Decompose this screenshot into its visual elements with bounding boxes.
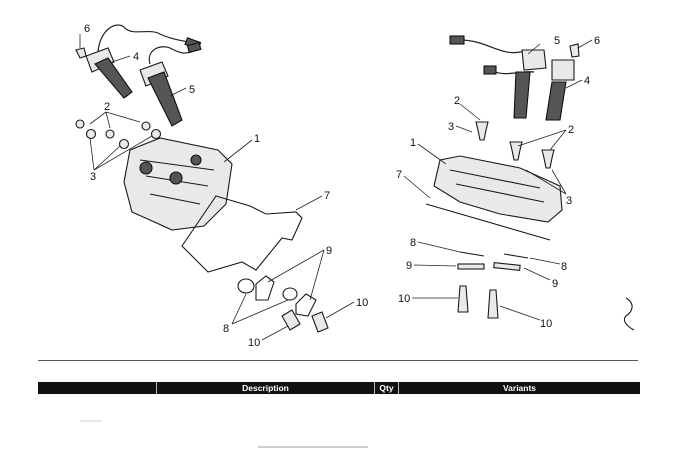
callout-left-10a: 10: [248, 337, 260, 349]
callout-right-2b: 2: [568, 124, 574, 136]
fasteners-left: [75, 119, 162, 150]
ignition-coil-right-b: [545, 59, 575, 121]
seals-left: [237, 275, 317, 317]
callout-right-7: 7: [396, 169, 402, 181]
ignition-coil-left-a: [85, 24, 202, 99]
table-header-qty: Qty: [374, 382, 398, 394]
callout-right-2a: 2: [454, 95, 460, 107]
page-curl-mark: [623, 297, 635, 331]
spark-plugs-left: [281, 309, 329, 333]
callout-left-5: 5: [189, 84, 195, 96]
callout-right-9a: 9: [406, 260, 412, 272]
callout-left-10b: 10: [356, 297, 368, 309]
diagram-frame-bottom-line: [38, 360, 638, 361]
ignition-coil-left-b: [139, 41, 202, 127]
callout-left-9: 9: [326, 245, 332, 257]
parts-table-header: Description Qty Variants: [38, 382, 640, 394]
callout-left-3: 3: [90, 171, 96, 183]
callout-right-5: 5: [554, 35, 560, 47]
callout-left-8: 8: [223, 323, 229, 335]
callout-left-6: 6: [84, 23, 90, 35]
table-header-description: Description: [156, 382, 374, 394]
callout-right-10b: 10: [540, 318, 552, 330]
spark-plugs-right: [457, 285, 499, 319]
faint-mark: [80, 420, 102, 422]
seals-right: [459, 251, 529, 259]
right-assembly: 5 6 4 2 3 2 1 3 7 8 8 9 9 10 10: [396, 35, 600, 330]
screw-6-left: [75, 47, 87, 59]
callout-right-3a: 3: [448, 121, 454, 133]
ignition-coil-right-a: [449, 35, 547, 119]
left-assembly: 6 4 5 2 3 1 7 9 8 10 10: [75, 23, 368, 349]
callout-right-1: 1: [410, 137, 416, 149]
faint-divider: [258, 446, 368, 448]
callout-left-1: 1: [254, 133, 260, 145]
callout-right-4: 4: [584, 75, 590, 87]
gasket-right: [425, 203, 551, 241]
table-header-variants: Variants: [398, 382, 640, 394]
screw-6-right: [569, 43, 580, 58]
callout-right-9b: 9: [552, 278, 558, 290]
table-header-blank: [38, 382, 156, 394]
gasket-left: [181, 195, 303, 273]
callout-right-8a: 8: [410, 237, 416, 249]
callout-right-10a: 10: [398, 293, 410, 305]
callout-left-4: 4: [133, 51, 139, 63]
callout-left-2: 2: [104, 101, 110, 113]
callout-left-7: 7: [324, 190, 330, 202]
bolts-right: [475, 121, 555, 169]
seals-9-right: [457, 262, 521, 271]
valve-cover-left: [123, 137, 233, 231]
callout-right-3b: 3: [566, 195, 572, 207]
callout-right-6: 6: [594, 35, 600, 47]
callout-right-8b: 8: [561, 261, 567, 273]
